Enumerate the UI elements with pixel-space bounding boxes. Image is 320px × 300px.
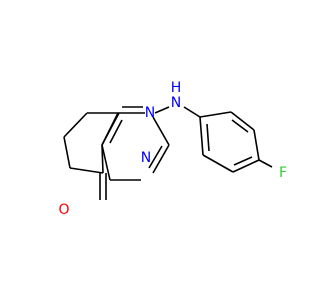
bond xyxy=(101,144,104,174)
bond xyxy=(183,106,201,118)
bond xyxy=(199,111,232,118)
bond xyxy=(202,154,234,173)
bond xyxy=(253,129,260,161)
atom-nh-n-label: N xyxy=(171,95,181,111)
atom-nh-h-label: H xyxy=(171,80,182,96)
bonds xyxy=(63,106,273,200)
molecule-diagram: N N H N O F xyxy=(58,80,287,218)
bond xyxy=(199,116,204,156)
atom-labels: N N H N O F xyxy=(58,80,287,218)
bond xyxy=(206,123,210,152)
bond xyxy=(152,116,170,146)
bond xyxy=(63,112,88,138)
bond xyxy=(258,159,273,168)
bond xyxy=(231,119,249,133)
bond xyxy=(101,144,111,181)
atom-n1-label: N xyxy=(145,105,155,121)
atom-n3-label: N xyxy=(141,150,151,166)
bond xyxy=(233,156,253,166)
bond xyxy=(230,111,255,131)
atom-o-label: O xyxy=(58,202,69,218)
bond xyxy=(148,145,163,169)
bond xyxy=(101,112,119,146)
bond xyxy=(152,144,170,174)
bond xyxy=(109,119,123,144)
bond xyxy=(232,159,260,173)
bond xyxy=(69,167,104,174)
bond xyxy=(63,136,71,169)
atom-f-label: F xyxy=(279,165,287,181)
bond xyxy=(154,106,170,114)
